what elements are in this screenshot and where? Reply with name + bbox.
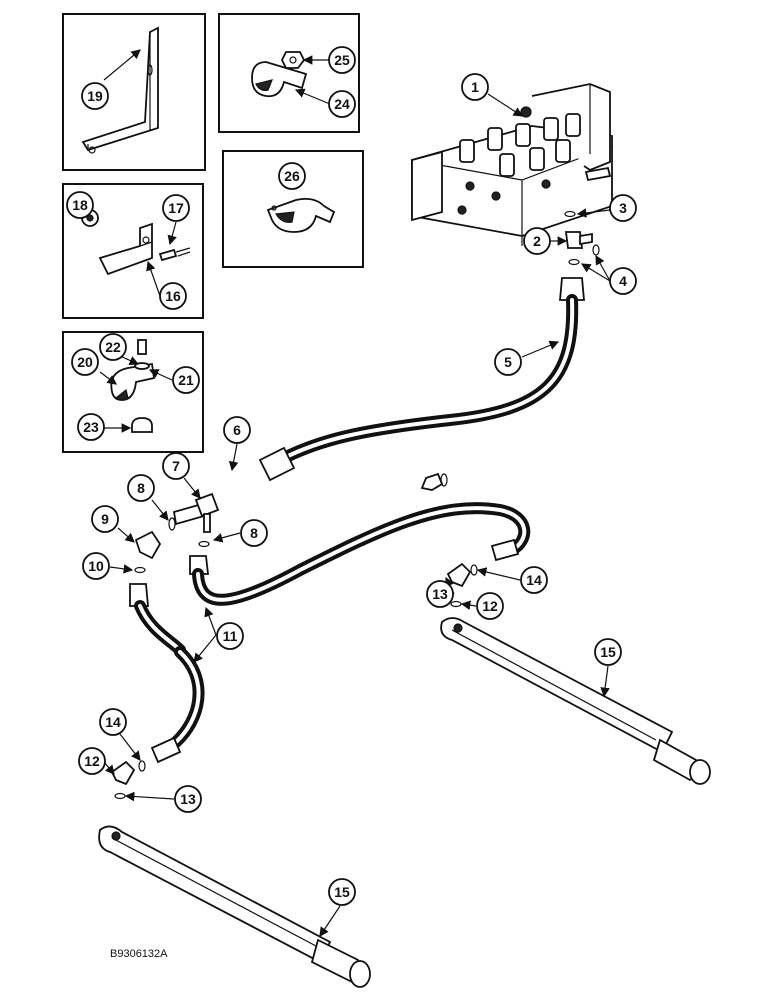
callout-13b: 13 (174, 785, 202, 813)
svg-text:20: 20 (77, 354, 93, 370)
callout-5: 5 (494, 348, 522, 376)
svg-text:11: 11 (223, 628, 238, 644)
callout-20: 20 (71, 348, 99, 376)
callout-8a: 8 (127, 474, 155, 502)
callout-4: 4 (609, 267, 637, 295)
callout-26: 26 (278, 162, 306, 190)
svg-text:25: 25 (334, 52, 350, 68)
leader-lines (89, 49, 611, 937)
callout-25: 25 (328, 46, 356, 74)
svg-text:9: 9 (101, 511, 109, 527)
callout-16: 16 (159, 282, 187, 310)
svg-text:6: 6 (233, 422, 241, 438)
callout-11a: 11 (216, 622, 244, 650)
callout-17: 17 (162, 194, 190, 222)
callout-21: 21 (172, 366, 200, 394)
callout-18: 18 (66, 191, 94, 219)
hydraulic-cylinder-15-left (98, 825, 371, 988)
svg-text:16: 16 (165, 288, 181, 304)
inset-box-24-25 (218, 13, 360, 133)
callout-8b: 8 (240, 519, 268, 547)
callout-13a: 13 (426, 580, 454, 608)
svg-text:13: 13 (180, 791, 196, 807)
svg-text:10: 10 (88, 558, 104, 574)
callout-10: 10 (82, 552, 110, 580)
svg-text:26: 26 (284, 168, 300, 184)
callout-3: 3 (609, 194, 637, 222)
callout-7: 7 (162, 452, 190, 480)
elbow-fitting-9 (134, 530, 162, 574)
svg-text:22: 22 (105, 339, 121, 355)
svg-text:5: 5 (504, 354, 512, 370)
svg-text:18: 18 (72, 197, 88, 213)
inset-box-26 (222, 150, 364, 268)
svg-text:24: 24 (334, 96, 350, 112)
svg-text:14: 14 (105, 714, 121, 730)
svg-text:2: 2 (533, 233, 541, 249)
svg-text:15: 15 (334, 884, 350, 900)
control-valve-assembly (411, 83, 613, 246)
svg-text:3: 3 (619, 200, 627, 216)
svg-text:12: 12 (84, 753, 100, 769)
hydraulic-cylinder-15-right (440, 617, 711, 785)
svg-text:1: 1 (471, 79, 479, 95)
callout-14b: 14 (99, 708, 127, 736)
svg-text:8: 8 (250, 525, 258, 541)
callout-9: 9 (91, 505, 119, 533)
figure-code: B9306132A (110, 948, 168, 960)
elbow-fitting-13-left (110, 760, 146, 800)
callout-15a: 15 (594, 638, 622, 666)
callout-2: 2 (523, 227, 551, 255)
callout-24: 24 (328, 90, 356, 118)
callout-12b: 12 (78, 747, 106, 775)
svg-text:17: 17 (168, 200, 184, 216)
inset-box-19 (62, 13, 206, 171)
callout-1: 1 (461, 73, 489, 101)
svg-text:7: 7 (172, 458, 180, 474)
svg-text:15: 15 (600, 644, 616, 660)
callout-22: 22 (99, 333, 127, 361)
hose-11-lower (129, 583, 205, 764)
svg-text:8: 8 (137, 480, 145, 496)
hose-5 (258, 277, 585, 482)
tee-fitting-2 (564, 210, 600, 266)
svg-text:19: 19 (87, 88, 103, 104)
callout-19: 19 (81, 82, 109, 110)
callout-6: 6 (223, 416, 251, 444)
svg-text:13: 13 (432, 586, 448, 602)
callout-12a: 12 (476, 592, 504, 620)
svg-text:14: 14 (526, 572, 542, 588)
callout-23: 23 (77, 413, 105, 441)
svg-text:12: 12 (482, 598, 498, 614)
callout-14a: 14 (520, 566, 548, 594)
inset-box-20-23 (62, 331, 204, 453)
tee-fitting-7 (168, 472, 448, 548)
svg-text:21: 21 (178, 372, 194, 388)
hose-11-upper (189, 502, 531, 606)
svg-text:4: 4 (619, 273, 627, 289)
svg-text:23: 23 (83, 419, 99, 435)
callout-15b: 15 (328, 878, 356, 906)
